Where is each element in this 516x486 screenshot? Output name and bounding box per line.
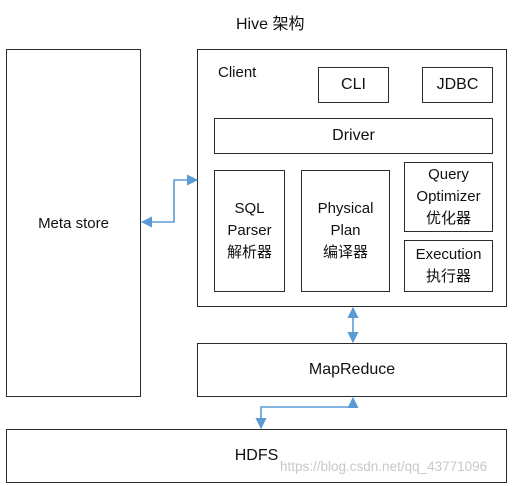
sql-parser-line1: SQL: [234, 200, 265, 217]
physical-plan-line1: Physical: [317, 200, 374, 217]
execution-line2: 执行器: [425, 268, 471, 285]
mapreduce-label: MapReduce: [308, 361, 396, 378]
client-label: Client: [218, 64, 257, 81]
metastore-box: Meta store: [6, 49, 141, 397]
driver-box: Driver: [214, 118, 493, 154]
watermark-text: https://blog.csdn.net/qq_43771096: [280, 459, 488, 474]
query-optimizer-box: Query Optimizer 优化器: [404, 162, 493, 232]
physical-plan-line3: 编译器: [322, 244, 368, 261]
jdbc-label: JDBC: [436, 76, 479, 93]
execution-line1: Execution: [415, 246, 482, 263]
physical-plan-box: Physical Plan 编译器: [301, 170, 390, 292]
cli-label: CLI: [341, 76, 366, 93]
sql-parser-box: SQL Parser 解析器: [214, 170, 285, 292]
driver-label: Driver: [332, 127, 375, 144]
hdfs-label: HDFS: [234, 447, 279, 464]
hdfs-box: HDFS: [6, 429, 507, 483]
sql-parser-line3: 解析器: [226, 244, 272, 261]
query-optimizer-line3: 优化器: [425, 210, 471, 227]
mapreduce-hdfs-arrow: [255, 396, 359, 430]
diagram-title: Hive 架构: [236, 16, 305, 33]
query-optimizer-line2: Optimizer: [416, 188, 481, 205]
execution-box: Execution 执行器: [404, 240, 493, 292]
sql-parser-line2: Parser: [227, 222, 272, 239]
metastore-label: Meta store: [38, 214, 109, 232]
mapreduce-box: MapReduce: [197, 343, 507, 397]
cli-box: CLI: [318, 67, 389, 103]
physical-plan-line2: Plan: [330, 222, 361, 239]
query-optimizer-line1: Query: [428, 166, 469, 183]
metastore-client-arrow: [140, 174, 199, 228]
jdbc-box: JDBC: [422, 67, 493, 103]
